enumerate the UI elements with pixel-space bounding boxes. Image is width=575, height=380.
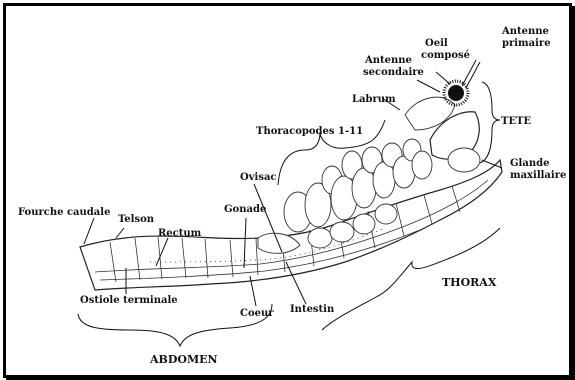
compound-eye bbox=[448, 85, 464, 101]
label-gonade: Gonade bbox=[224, 204, 266, 215]
label-antenne-secondaire-2: secondaire bbox=[363, 67, 424, 78]
label-tete: TETE bbox=[501, 116, 532, 127]
label-telson: Telson bbox=[118, 214, 155, 225]
label-thorax: THORAX bbox=[442, 276, 497, 289]
label-ostiole-terminale: Ostiole terminale bbox=[80, 295, 178, 306]
tete-brace bbox=[480, 82, 500, 163]
label-antenne-primaire-2: primaire bbox=[502, 38, 551, 49]
label-glande-maxillaire-1: Glande bbox=[510, 158, 549, 169]
label-abdomen: ABDOMEN bbox=[149, 353, 218, 366]
label-rectum: Rectum bbox=[158, 228, 202, 239]
label-thoracopodes: Thoracopodes 1-11 bbox=[256, 126, 363, 137]
label-glande-maxillaire-2: maxillaire bbox=[510, 170, 566, 181]
label-antenne-secondaire-1: Antenne bbox=[364, 55, 412, 66]
label-fourche-caudale: Fourche caudale bbox=[18, 207, 110, 218]
label-oeil-compose-1: Oeil bbox=[425, 38, 448, 49]
label-antenne-primaire-1: Antenne bbox=[501, 26, 549, 37]
glande-maxillaire-shape bbox=[448, 148, 480, 172]
label-labrum: Labrum bbox=[352, 94, 396, 105]
label-intestin: Intestin bbox=[290, 304, 335, 315]
label-coeur: Coeur bbox=[240, 308, 274, 319]
label-oeil-compose-2: composé bbox=[421, 50, 470, 61]
label-ovisac: Ovisac bbox=[240, 172, 277, 183]
